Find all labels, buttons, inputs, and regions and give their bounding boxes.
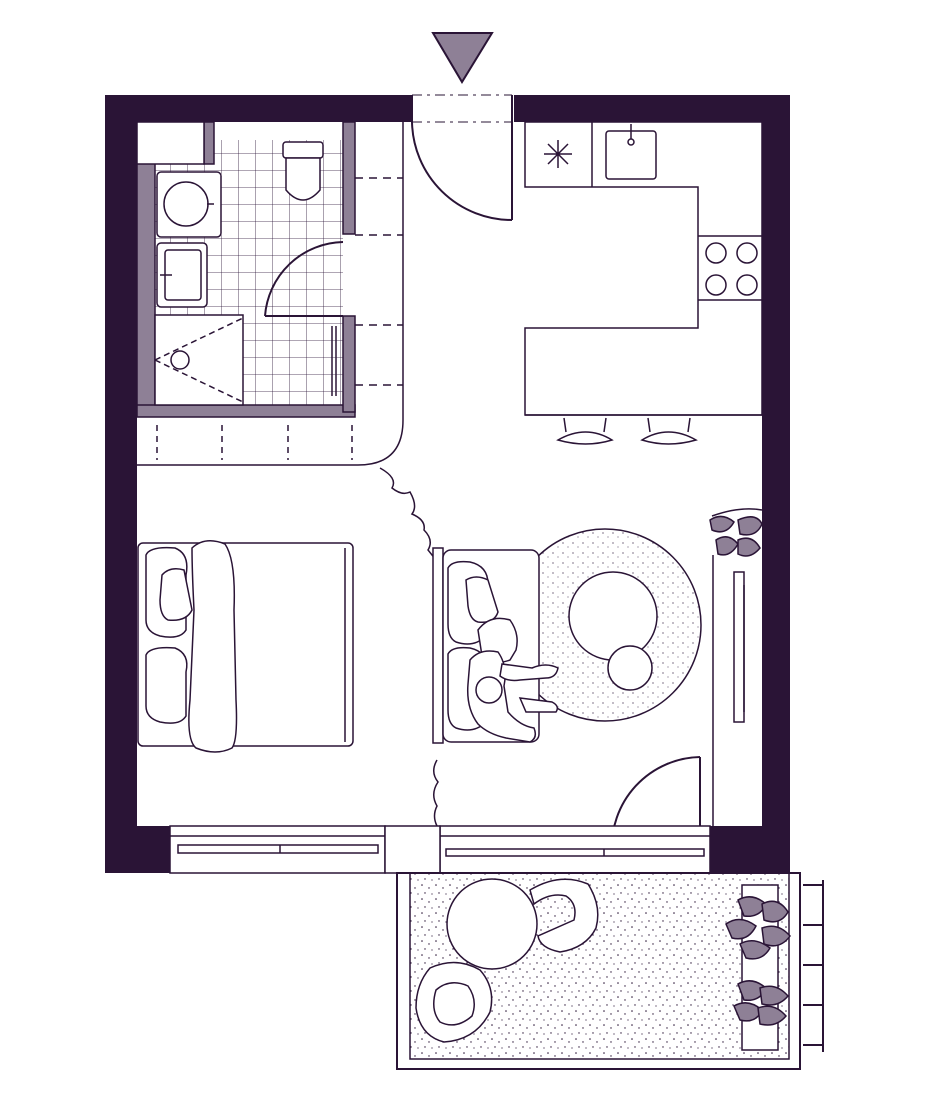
shower-icon bbox=[154, 314, 244, 406]
coffee-table-icon bbox=[568, 571, 658, 661]
side-table-icon bbox=[607, 645, 653, 691]
lounge-chair-icon bbox=[415, 878, 599, 1043]
railing-icon bbox=[803, 880, 824, 1052]
towel-rail-icon bbox=[331, 326, 337, 396]
toilet-icon bbox=[282, 141, 324, 201]
entrance-door-icon bbox=[411, 94, 513, 221]
washing-machine-icon bbox=[136, 121, 205, 165]
exterior-walls bbox=[105, 95, 790, 873]
kitchen bbox=[524, 121, 763, 416]
window-icon bbox=[169, 825, 711, 874]
wardrobe-icon bbox=[137, 122, 404, 466]
cooktop-icon bbox=[705, 242, 758, 296]
kitchen-sink-icon bbox=[605, 124, 657, 180]
bathroom bbox=[136, 121, 356, 418]
curtain-icon bbox=[379, 467, 439, 827]
entrance-arrow-icon bbox=[431, 32, 494, 84]
sink-icon bbox=[156, 171, 222, 238]
fridge-icon bbox=[544, 140, 572, 168]
plant-icon bbox=[709, 508, 763, 557]
bathroom-door-icon bbox=[264, 241, 344, 317]
double-bed-icon bbox=[137, 540, 354, 753]
wall-shelf-icon bbox=[712, 555, 745, 826]
bar-stool-icon bbox=[556, 417, 698, 445]
planter-icon bbox=[725, 884, 791, 1051]
person-icon bbox=[466, 617, 559, 743]
sink-icon bbox=[156, 242, 208, 308]
balcony-table-icon bbox=[446, 878, 538, 970]
